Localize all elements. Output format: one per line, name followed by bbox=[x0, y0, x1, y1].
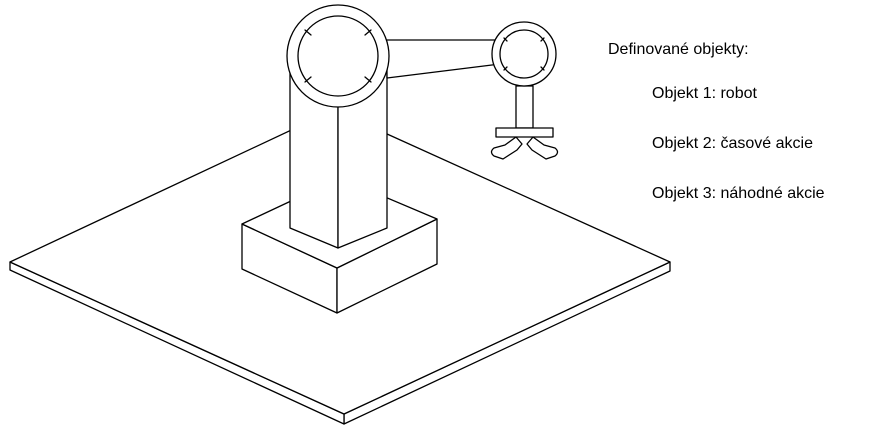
gripper bbox=[490, 127, 559, 160]
gripper-bar bbox=[495, 127, 554, 138]
legend-item: Objekt 1: robot bbox=[652, 85, 757, 102]
shoulder-joint-inner bbox=[297, 15, 379, 97]
legend-item: Objekt 2: časové akcie bbox=[652, 135, 813, 152]
gripper-right-finger bbox=[526, 136, 559, 160]
legend-item: Objekt 3: náhodné akcie bbox=[652, 185, 825, 202]
elbow-joint-inner bbox=[499, 29, 549, 79]
elbow-joint bbox=[491, 21, 557, 87]
legend-title: Definované objekty: bbox=[608, 41, 749, 58]
defined-objects-legend: Definované objekty: Objekt 1: robot Obje… bbox=[608, 40, 885, 234]
legend-list: Objekt 1: robot Objekt 2: časové akcie O… bbox=[608, 84, 885, 204]
wrist-stem bbox=[515, 85, 534, 129]
wrist-stem-shaft bbox=[515, 85, 534, 129]
shoulder-joint bbox=[286, 4, 390, 108]
gripper-left-finger bbox=[490, 136, 523, 160]
